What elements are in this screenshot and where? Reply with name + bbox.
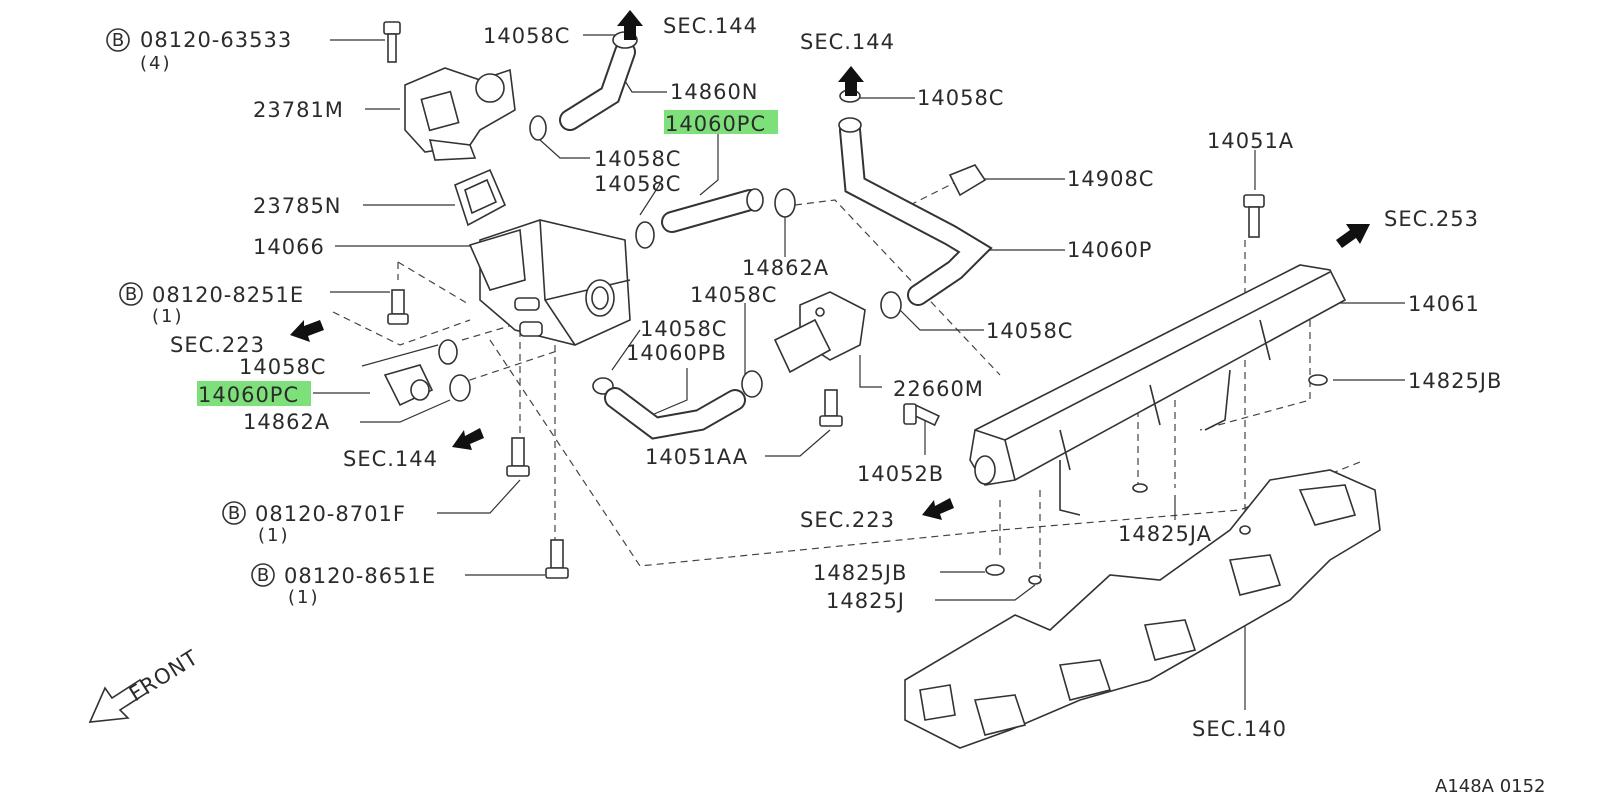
callout-08120-63533-qty: (4): [140, 53, 172, 74]
arrow-sec223-left: [290, 320, 324, 342]
arrow-up-sec144-right: [838, 66, 864, 96]
intake-manifold-sec140: [904, 469, 1381, 749]
front-arrow-icon: [88, 678, 150, 723]
callout-08120-63533: 08120-63533: [140, 28, 292, 52]
arrow-sec223-bottom: [922, 498, 954, 520]
callout-14862a-left: 14862A: [243, 410, 330, 434]
callout-sec144-left: SEC.144: [343, 447, 438, 471]
hose-14060p: [838, 117, 993, 306]
bolt-symbol-2: B: [125, 284, 137, 305]
callout-14058c-a: 14058C: [594, 147, 681, 171]
callout-14058c-right-top: 14058C: [917, 86, 1004, 110]
bolt-symbol-3: B: [228, 503, 240, 524]
callout-14060pc-top: 14060PC: [665, 112, 766, 136]
callout-08120-8701f-qty: (1): [258, 525, 290, 546]
hose-14860n: [559, 31, 638, 131]
callout-23781m: 23781M: [253, 98, 344, 122]
callout-14825jb-bottom: 14825JB: [813, 561, 907, 585]
callout-08120-8701f: 08120-8701F: [255, 502, 406, 526]
o-rings: [985, 374, 1328, 585]
gasket-23785n: [454, 168, 507, 227]
callout-08120-8651e: 08120-8651E: [284, 564, 436, 588]
callout-14058c-mid: 14058C: [690, 283, 777, 307]
callout-14825jb-right: 14825JB: [1408, 369, 1502, 393]
callout-14058c-b: 14058C: [594, 172, 681, 196]
clamps: [438, 89, 987, 402]
callout-sec144-top: SEC.144: [663, 14, 758, 38]
callout-14066: 14066: [253, 235, 325, 259]
callout-08120-8651e-qty: (1): [288, 587, 320, 608]
callout-14058c-top: 14058C: [483, 24, 570, 48]
callout-14051aa: 14051AA: [645, 445, 748, 469]
callout-08120-8251e-qty: (1): [152, 306, 184, 327]
highlight-14060pc-left: [197, 381, 311, 406]
callout-14061: 14061: [1408, 292, 1480, 316]
callout-14860n: 14860N: [670, 80, 759, 104]
callout-14825j: 14825J: [826, 589, 905, 613]
callout-14058c-left: 14058C: [239, 355, 326, 379]
fuel-rail-14061: [969, 264, 1347, 516]
arrow-sec144-left: [452, 428, 484, 450]
callout-14052b: 14052B: [857, 462, 944, 486]
callout-14862a-mid: 14862A: [742, 256, 829, 280]
callout-front: FRONT: [125, 645, 203, 706]
callout-14051a: 14051A: [1207, 129, 1294, 153]
callout-14060pc-left: 14060PC: [198, 383, 299, 407]
arrow-sec253: [1336, 224, 1370, 248]
callout-sec253: SEC.253: [1384, 207, 1479, 231]
bolt-top: [383, 21, 401, 63]
bolt-symbol-4: B: [257, 565, 269, 586]
valve-23781m: [404, 67, 516, 161]
hose-14060pc-top: [661, 188, 764, 233]
figure-reference: A148A 0152: [1435, 776, 1546, 792]
housing-14066: [468, 219, 631, 346]
callout-sec144-right: SEC.144: [800, 30, 895, 54]
arrow-up-sec144-top: [617, 10, 643, 40]
callout-sec223-left: SEC.223: [170, 333, 265, 357]
hose-14060pb: [604, 387, 746, 440]
highlight-14060pc-top: [664, 110, 778, 134]
callout-14058c-c: 14058C: [640, 317, 727, 341]
callout-14058c-right-mid: 14058C: [986, 319, 1073, 343]
callout-22660m: 22660M: [893, 377, 984, 401]
hose-14060pc-left: [383, 364, 434, 407]
callout-14908c: 14908C: [1067, 167, 1154, 191]
callout-14060pb: 14060PB: [626, 341, 727, 365]
bolt-symbols: [106, 28, 275, 587]
callout-14060p: 14060P: [1067, 238, 1152, 262]
bolts: [387, 194, 1265, 579]
bolt-symbol-1: B: [112, 30, 124, 51]
callout-14825ja: 14825JA: [1118, 522, 1212, 546]
callout-08120-8251e: 08120-8251E: [152, 283, 304, 307]
callout-23785n: 23785N: [253, 194, 342, 218]
callout-sec140: SEC.140: [1192, 717, 1287, 741]
sensor-22660m: [773, 291, 866, 374]
direction-arrows: [290, 10, 1370, 520]
callout-sec223-bottom: SEC.223: [800, 508, 895, 532]
